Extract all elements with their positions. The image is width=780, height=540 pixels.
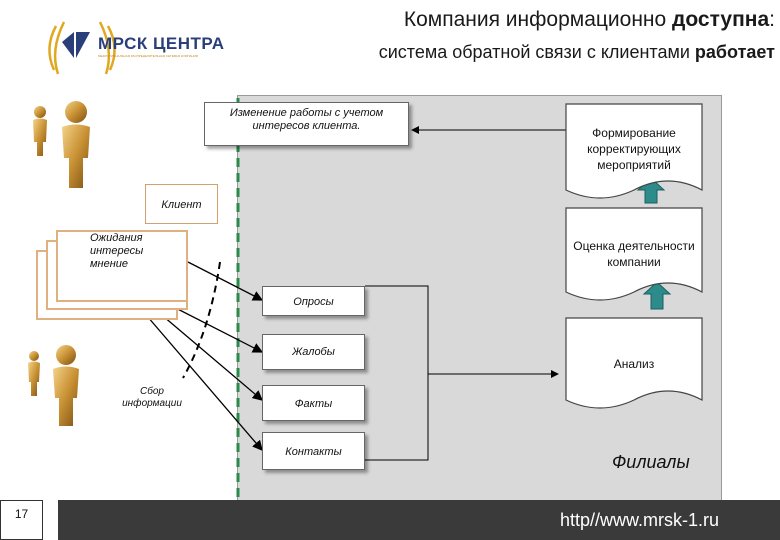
collect-info-label: Сбор информации <box>122 386 182 409</box>
surveys-box: Опросы <box>262 286 365 316</box>
footer-bar <box>58 500 780 540</box>
person-icon-small-top <box>33 106 47 156</box>
branches-label: Филиалы <box>612 452 690 472</box>
person-icon-large-top <box>62 101 90 188</box>
arrow-to-contacts <box>134 301 263 451</box>
page-subtitle: система обратной связи с клиентами работ… <box>378 42 775 62</box>
analysis-doc <box>565 317 703 409</box>
bracket-line <box>365 285 429 461</box>
footer-url[interactable]: http//www.mrsk-1.ru <box>560 510 720 530</box>
expectations-text: Ожидания интересы мнение <box>90 232 144 270</box>
person-icon-large-bottom <box>53 345 79 426</box>
teal-arrow-up-2 <box>642 281 672 310</box>
facts-box: Факты <box>262 385 365 421</box>
arrow-to-facts <box>149 304 263 401</box>
evaluation-text: Оценка деятельности компании <box>573 239 695 269</box>
page-title: Компания информационно доступна: <box>403 8 775 31</box>
arrow-to-surveys <box>187 261 264 301</box>
forming-text: Формирование корректирующих мероприятий <box>587 126 681 172</box>
logo-subtext: МЕЖРЕГИОНАЛЬНАЯ РАСПРЕДЕЛИТЕЛЬНАЯ СЕТЕВА… <box>98 54 198 58</box>
evaluation-doc <box>565 207 703 301</box>
forming-doc <box>565 103 703 199</box>
page-number: 17 <box>0 500 43 540</box>
change-box: Изменение работы с учетом интересов клие… <box>204 102 409 146</box>
expectations-card: Ожидания интересы мнение <box>56 230 188 302</box>
client-box: Клиент <box>145 184 218 224</box>
logo: МРСК ЦЕНТРА МЕЖРЕГИОНАЛЬНАЯ РАСПРЕДЕЛИТЕ… <box>40 8 224 88</box>
person-icon-small-bottom <box>28 351 40 396</box>
logo-text: МРСК ЦЕНТРА <box>98 34 225 53</box>
analysis-text: Анализ <box>613 357 655 371</box>
logo-icon <box>48 21 116 75</box>
contacts-box: Контакты <box>262 432 365 470</box>
complaints-box: Жалобы <box>262 334 365 370</box>
